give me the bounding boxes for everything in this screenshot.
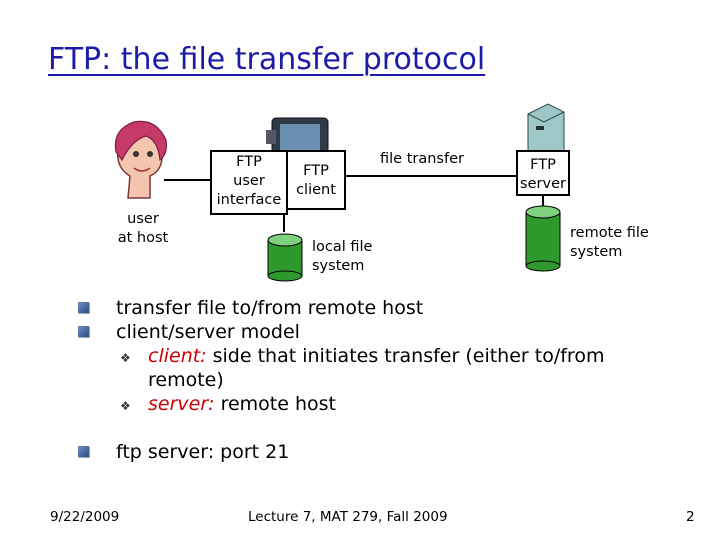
sub-bullet-item: ❖ server: remote host — [120, 392, 604, 416]
ftp-diagram — [114, 103, 565, 282]
diamond-bullet-icon: ❖ — [120, 399, 131, 413]
user-caption: user at host — [117, 211, 169, 246]
bullet-item: transfer file to/from remote host — [78, 296, 604, 320]
local-file-system-label: local file system — [312, 239, 373, 274]
file-transfer-label: file transfer — [380, 151, 464, 167]
ftp-server-box: FTP server — [516, 150, 570, 196]
bullet-item: client/server model — [78, 320, 604, 344]
square-bullet-icon — [78, 446, 89, 457]
diamond-bullet-icon: ❖ — [120, 351, 131, 365]
ftp-client-box: FTP client — [286, 150, 346, 210]
footer-lecture: Lecture 7, MAT 279, Fall 2009 — [248, 509, 448, 525]
footer-date: 9/22/2009 — [50, 509, 120, 525]
slide-title: FTP: the file transfer protocol — [48, 42, 486, 77]
square-bullet-icon — [78, 326, 89, 337]
remote-file-system-label: remote file system — [570, 225, 649, 260]
ftp-user-interface-box: FTP user interface — [210, 150, 288, 215]
local-disk-icon — [267, 233, 303, 282]
sub-bullet-continuation: remote) — [148, 369, 224, 391]
page-number: 2 — [686, 509, 695, 525]
server-tower-icon — [527, 103, 565, 163]
bullet-list: transfer file to/from remote host client… — [78, 296, 604, 464]
user-face-icon — [114, 120, 167, 199]
bullet-item: ftp server: port 21 — [78, 440, 604, 464]
square-bullet-icon — [78, 302, 89, 313]
remote-disk-icon — [525, 205, 561, 272]
sub-bullet-item: ❖ client: side that initiates transfer (… — [120, 344, 604, 368]
